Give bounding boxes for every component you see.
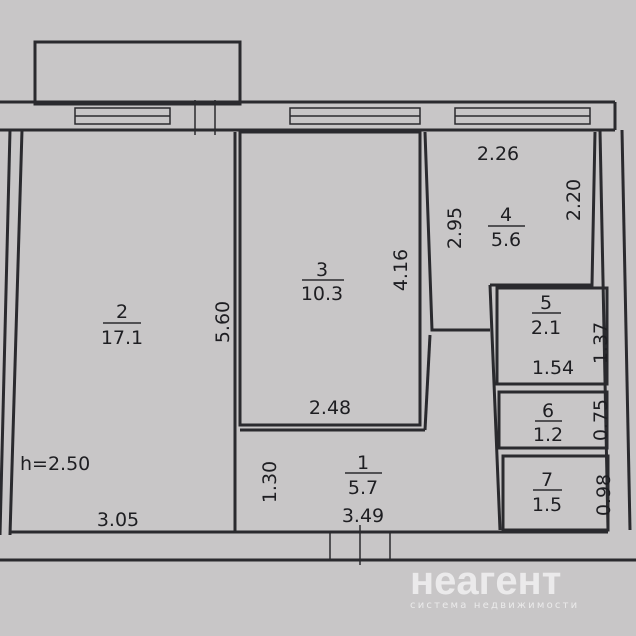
room-6-area: 1.2 <box>533 424 563 446</box>
dim-r7-height: 0.98 <box>593 474 615 516</box>
interior-walls <box>233 130 610 532</box>
room-4-area: 5.6 <box>491 229 521 251</box>
room-7-area: 1.5 <box>532 494 562 516</box>
room-6-number: 6 <box>542 400 554 422</box>
room-4-number: 4 <box>500 204 512 226</box>
dim-r3-height: 4.16 <box>390 249 412 291</box>
dim-r4-right: 2.20 <box>563 179 585 221</box>
room-5-number: 5 <box>540 292 552 314</box>
room-3-area: 10.3 <box>301 283 343 305</box>
dim-r2-height: 5.60 <box>212 301 234 343</box>
dim-r1-width: 3.49 <box>342 505 384 527</box>
balcony <box>33 40 242 106</box>
room-5-area: 2.1 <box>531 317 561 339</box>
room-3-number: 3 <box>316 259 328 281</box>
dim-r5-width: 1.54 <box>532 357 574 379</box>
ceiling-height: h=2.50 <box>20 453 90 475</box>
dim-r4-left: 2.95 <box>444 207 466 249</box>
watermark-logo: неагент система недвижимости <box>410 559 579 611</box>
dim-r5-height: 1.37 <box>590 322 612 364</box>
dim-r3-width: 2.48 <box>309 397 351 419</box>
dim-r1-height: 1.30 <box>259 461 281 503</box>
room-2-area: 17.1 <box>101 327 143 349</box>
watermark-brand: неагент <box>410 559 561 603</box>
dim-r6-height: 0.75 <box>590 399 612 441</box>
watermark-tagline: система недвижимости <box>410 600 579 611</box>
room-1-area: 5.7 <box>348 477 378 499</box>
dim-r2-width: 3.05 <box>97 509 139 531</box>
room-2-number: 2 <box>116 301 128 323</box>
windows <box>74 100 591 565</box>
room-7-number: 7 <box>541 469 553 491</box>
dim-r4-top: 2.26 <box>477 143 519 165</box>
room-1-number: 1 <box>357 452 369 474</box>
